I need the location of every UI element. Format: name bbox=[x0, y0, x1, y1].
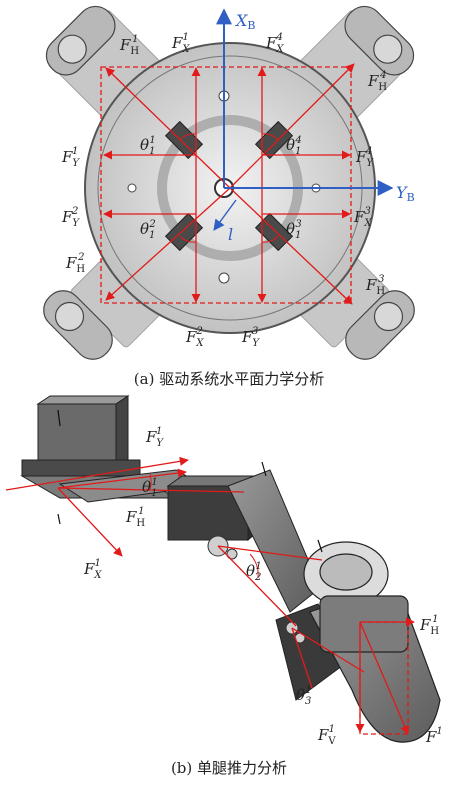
force-lines-leg bbox=[5, 456, 415, 735]
label-fy4: FY4 bbox=[355, 146, 374, 169]
dashed-bounding bbox=[100, 66, 352, 304]
label-theta2: θ12 bbox=[140, 219, 156, 241]
label-fx3: FX3 bbox=[353, 206, 372, 229]
label-fh4: FH4 bbox=[367, 70, 387, 93]
tick-marks bbox=[57, 409, 323, 553]
label-theta1-leg: θ11 bbox=[142, 477, 158, 499]
label-fh1-right: FH1 bbox=[419, 614, 439, 637]
single-leg-model bbox=[20, 395, 441, 743]
label-fh3: FH3 bbox=[365, 274, 385, 297]
force-lines-top bbox=[100, 63, 355, 305]
caption-a: (a) 驱动系统水平面力学分析 bbox=[133, 370, 325, 388]
hip-servo bbox=[58, 469, 264, 542]
axis-label-l: l bbox=[228, 225, 233, 244]
label-fy3: FY3 bbox=[241, 326, 260, 349]
label-fh1: FH1 bbox=[119, 34, 139, 57]
servo-blocks bbox=[164, 120, 294, 252]
label-fy2: FY2 bbox=[61, 206, 80, 229]
force-labels-leg: FY1 θ11 FH1 FX1 θ21 FH1 θ31 FV1 F1 bbox=[83, 426, 443, 747]
label-f1-leg: F1 bbox=[425, 726, 443, 746]
prop-pods bbox=[43, 5, 415, 360]
thruster-pod bbox=[303, 541, 441, 743]
label-fx1: FX1 bbox=[171, 32, 190, 55]
label-theta2-leg: θ21 bbox=[246, 561, 262, 583]
label-fx4: FX4 bbox=[265, 32, 284, 55]
top-view-robot bbox=[43, 5, 415, 360]
force-labels-top: FH1 FX1 FX4 FH4 FY1 FY4 FY2 FX3 FH2 FH3 … bbox=[61, 32, 387, 349]
axis-label-yb: YB bbox=[396, 183, 415, 204]
label-theta1: θ11 bbox=[140, 135, 156, 157]
label-fv1-leg: FV1 bbox=[317, 724, 336, 747]
label-fh2: FH2 bbox=[65, 252, 85, 275]
label-theta4: θ14 bbox=[286, 135, 302, 157]
caption-b: (b) 单腿推力分析 bbox=[170, 759, 288, 777]
label-fh1-leg: FH1 bbox=[125, 506, 145, 529]
label-fx1-leg: FX1 bbox=[83, 558, 102, 581]
body-axes bbox=[213, 8, 394, 231]
label-theta3: θ13 bbox=[286, 219, 302, 241]
label-theta3-leg: θ31 bbox=[296, 685, 312, 707]
label-fx2: FX2 bbox=[185, 326, 204, 349]
label-fy1-leg: FY1 bbox=[145, 426, 164, 449]
axis-label-xb: XB bbox=[234, 11, 255, 32]
label-fy1: FY1 bbox=[61, 146, 80, 169]
